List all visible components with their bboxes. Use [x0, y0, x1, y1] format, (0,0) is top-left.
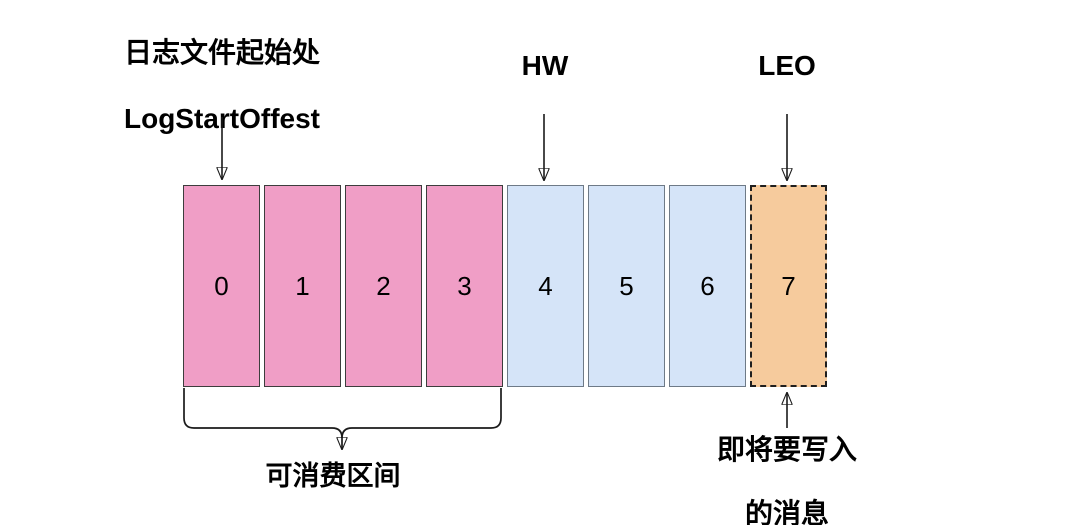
upcoming-message-label: 即将要写入 的消息 [687, 434, 887, 525]
log-cell-2: 2 [345, 185, 422, 387]
log-cell-3: 3 [426, 185, 503, 387]
consumable-brace-right [341, 388, 502, 439]
log-start-offset-label-zh: 日志文件起始处 [123, 37, 320, 68]
upcoming-message-line2: 的消息 [744, 498, 829, 525]
consumable-brace-left [183, 388, 343, 439]
log-cell-7: 7 [750, 185, 827, 387]
log-cell-1: 1 [264, 185, 341, 387]
log-cell-4: 4 [507, 185, 584, 387]
log-cell-0: 0 [183, 185, 260, 387]
log-cell-6: 6 [669, 185, 746, 387]
log-start-offset-label-en: LogStartOffest [124, 103, 320, 134]
upcoming-message-line1: 即将要写入 [716, 434, 857, 465]
log-start-offset-label: 日志文件起始处 LogStartOffest [72, 36, 372, 135]
log-cell-5: 5 [588, 185, 665, 387]
leo-label: LEO [758, 50, 816, 81]
consumable-range-label: 可消费区间 [265, 461, 401, 491]
hw-label: HW [521, 50, 569, 81]
